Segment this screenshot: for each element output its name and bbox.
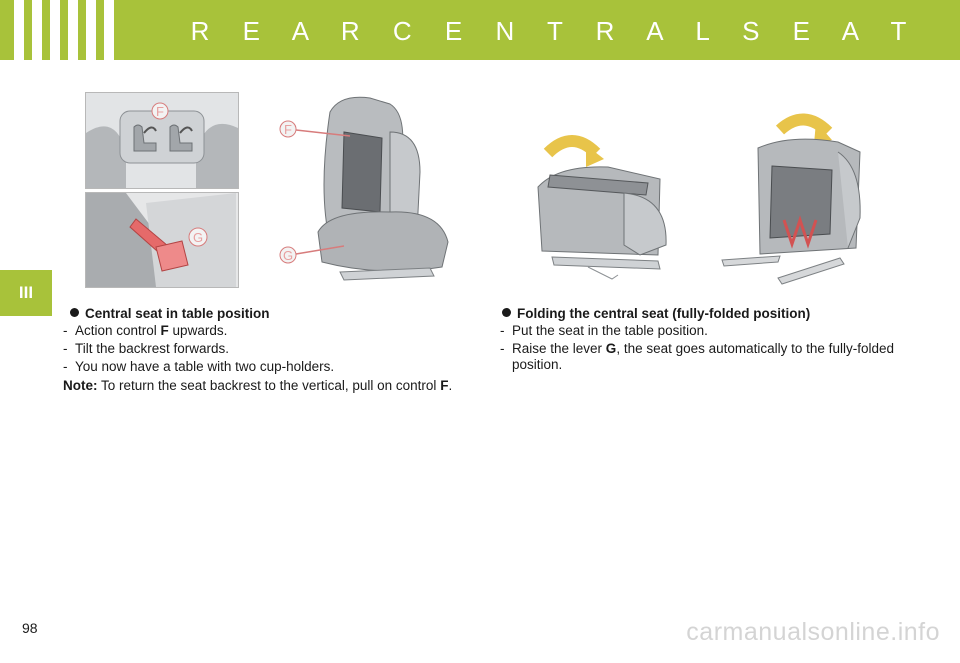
note-paragraph: Note: To return the seat backrest to the…: [63, 378, 453, 393]
header-stripe: [86, 0, 96, 60]
watermark: carmanualsonline.info: [686, 618, 940, 646]
header-stripe: [32, 0, 42, 60]
header-bar: R E A R C E N T R A L S E A T: [0, 0, 960, 60]
lever-g-closeup-image: G: [85, 192, 239, 288]
section-title-table-position: Central seat in table position: [70, 306, 270, 321]
list-item: - Raise the lever G, the seat goes autom…: [500, 341, 894, 372]
page-title: R E A R C E N T R A L S E A T: [190, 16, 920, 46]
seat-upright-image: F G: [270, 92, 460, 287]
list-item: - Tilt the backrest forwards.: [63, 341, 230, 356]
header-stripe: [14, 0, 24, 60]
chapter-tab: III: [0, 270, 52, 316]
control-f-callout: F: [284, 122, 292, 137]
seat-fully-folded-image: [720, 108, 870, 288]
list-item: - Action control F upwards.: [63, 323, 228, 338]
seat-upright-drawing: F G: [279, 96, 449, 281]
raise-arrow-icon: [775, 113, 833, 137]
bullet-icon: [502, 308, 511, 317]
list-item: - You now have a table with two cup-hold…: [63, 359, 335, 374]
seat-table-position-drawing: [537, 135, 667, 280]
seat-table-position-image: [528, 125, 678, 285]
list-item: - Put the seat in the table position.: [500, 323, 708, 338]
section-title-fully-folded: Folding the central seat (fully-folded p…: [502, 306, 810, 321]
page-number: 98: [22, 620, 38, 636]
lever-g-callout: G: [283, 248, 293, 263]
lever-g-label: G: [193, 230, 203, 245]
seat-fully-folded-drawing: [721, 113, 861, 285]
header-stripe: [68, 0, 78, 60]
control-f-closeup-image: F: [85, 92, 239, 189]
header-stripe: [50, 0, 60, 60]
control-f-label: F: [156, 104, 164, 119]
header-stripe: [104, 0, 114, 60]
control-f-closeup-drawing: F: [86, 93, 238, 188]
fold-arrow-icon: [543, 135, 601, 158]
bullet-icon: [70, 308, 79, 317]
lever-g-closeup-drawing: G: [86, 193, 238, 287]
